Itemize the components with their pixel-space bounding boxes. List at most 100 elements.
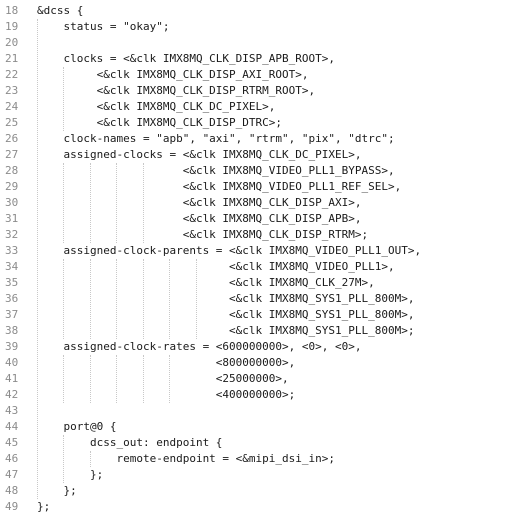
line-number: 22	[5, 68, 19, 81]
indent-guide	[63, 259, 65, 339]
code-text: <&clk IMX8MQ_SYS1_PLL_800M>;	[37, 324, 415, 337]
line-number: 39	[5, 340, 19, 353]
code-line[interactable]: 30 <&clk IMX8MQ_CLK_DISP_AXI>,	[0, 195, 516, 211]
code-text: <&clk IMX8MQ_VIDEO_PLL1_REF_SEL>,	[37, 180, 402, 193]
code-line[interactable]: 20	[0, 35, 516, 51]
line-number: 37	[5, 308, 19, 321]
code-text: status = "okay";	[37, 20, 170, 33]
code-text: &dcss {	[37, 4, 84, 17]
line-number: 46	[5, 452, 19, 465]
code-line[interactable]: 40 <800000000>,	[0, 355, 516, 371]
code-line[interactable]: 24 <&clk IMX8MQ_CLK_DC_PIXEL>,	[0, 99, 516, 115]
code-line[interactable]: 31 <&clk IMX8MQ_CLK_DISP_APB>,	[0, 211, 516, 227]
code-text: };	[37, 468, 104, 481]
line-number: 18	[5, 4, 19, 17]
code-text: <25000000>,	[37, 372, 289, 385]
code-line[interactable]: 38 <&clk IMX8MQ_SYS1_PLL_800M>;	[0, 323, 516, 339]
code-text: remote-endpoint = <&mipi_dsi_in>;	[37, 452, 336, 465]
code-line[interactable]: 46 remote-endpoint = <&mipi_dsi_in>;	[0, 451, 516, 467]
indent-guide	[142, 355, 144, 403]
line-number: 38	[5, 324, 19, 337]
code-line[interactable]: 36 <&clk IMX8MQ_SYS1_PLL_800M>,	[0, 291, 516, 307]
indent-guide	[142, 259, 144, 339]
indent-guide	[37, 19, 38, 499]
line-number: 47	[5, 468, 19, 481]
line-number: 42	[5, 388, 19, 401]
line-number: 40	[5, 356, 19, 369]
code-text: };	[37, 500, 51, 513]
code-text: port@0 {	[37, 420, 117, 433]
code-line[interactable]: 37 <&clk IMX8MQ_SYS1_PLL_800M>,	[0, 307, 516, 323]
line-number: 43	[5, 404, 19, 417]
code-line[interactable]: 23 <&clk IMX8MQ_CLK_DISP_RTRM_ROOT>,	[0, 83, 516, 99]
code-line[interactable]: 45 dcss_out: endpoint {	[0, 435, 516, 451]
line-number: 21	[5, 52, 19, 65]
code-text: <&clk IMX8MQ_CLK_DISP_RTRM_ROOT>,	[37, 84, 316, 97]
code-line[interactable]: 19 status = "okay";	[0, 19, 516, 35]
code-text: <800000000>,	[37, 356, 296, 369]
code-line[interactable]: 41 <25000000>,	[0, 371, 516, 387]
code-text: <&clk IMX8MQ_SYS1_PLL_800M>,	[37, 308, 415, 321]
indent-guide	[142, 163, 144, 243]
line-number: 44	[5, 420, 19, 433]
code-text: dcss_out: endpoint {	[37, 436, 223, 449]
code-line[interactable]: 44 port@0 {	[0, 419, 516, 435]
code-text: <&clk IMX8MQ_CLK_DISP_DTRC>;	[37, 116, 283, 129]
code-text: <&clk IMX8MQ_SYS1_PLL_800M>,	[37, 292, 415, 305]
line-number: 30	[5, 196, 19, 209]
indent-guide	[89, 163, 91, 243]
code-line[interactable]: 42 <400000000>;	[0, 387, 516, 403]
code-line[interactable]: 21 clocks = <&clk IMX8MQ_CLK_DISP_APB_RO…	[0, 51, 516, 67]
code-line[interactable]: 49};	[0, 499, 516, 515]
indent-guide	[89, 355, 91, 403]
code-text: <&clk IMX8MQ_CLK_27M>,	[37, 276, 375, 289]
line-number: 27	[5, 148, 19, 161]
indent-guide	[63, 67, 65, 131]
code-text: assigned-clock-rates = <600000000>, <0>,…	[37, 340, 362, 353]
code-text: <&clk IMX8MQ_VIDEO_PLL1>,	[37, 260, 395, 273]
indent-guide	[89, 259, 91, 339]
code-text: <&clk IMX8MQ_CLK_DISP_AXI>,	[37, 196, 362, 209]
code-line[interactable]: 22 <&clk IMX8MQ_CLK_DISP_AXI_ROOT>,	[0, 67, 516, 83]
indent-guide	[116, 355, 118, 403]
indent-guide	[116, 163, 118, 243]
code-text: assigned-clock-parents = <&clk IMX8MQ_VI…	[37, 244, 422, 257]
indent-guide	[195, 259, 197, 339]
line-number: 25	[5, 116, 19, 129]
code-line[interactable]: 43	[0, 403, 516, 419]
indent-guide	[116, 259, 118, 339]
line-number: 29	[5, 180, 19, 193]
line-number: 19	[5, 20, 19, 33]
line-number: 48	[5, 484, 19, 497]
code-text: };	[37, 484, 77, 497]
indent-guide	[63, 435, 65, 483]
line-number: 49	[5, 500, 19, 513]
code-line[interactable]: 29 <&clk IMX8MQ_VIDEO_PLL1_REF_SEL>,	[0, 179, 516, 195]
code-text: <&clk IMX8MQ_CLK_DISP_AXI_ROOT>,	[37, 68, 309, 81]
code-line[interactable]: 32 <&clk IMX8MQ_CLK_DISP_RTRM>;	[0, 227, 516, 243]
code-line[interactable]: 35 <&clk IMX8MQ_CLK_27M>,	[0, 275, 516, 291]
code-line[interactable]: 27 assigned-clocks = <&clk IMX8MQ_CLK_DC…	[0, 147, 516, 163]
indent-guide	[169, 355, 171, 403]
line-number: 35	[5, 276, 19, 289]
code-line[interactable]: 48 };	[0, 483, 516, 499]
line-number: 36	[5, 292, 19, 305]
code-line[interactable]: 28 <&clk IMX8MQ_VIDEO_PLL1_BYPASS>,	[0, 163, 516, 179]
line-number: 28	[5, 164, 19, 177]
line-number: 32	[5, 228, 19, 241]
code-line[interactable]: 39 assigned-clock-rates = <600000000>, <…	[0, 339, 516, 355]
code-line[interactable]: 47 };	[0, 467, 516, 483]
indent-guide	[169, 259, 171, 339]
code-line[interactable]: 25 <&clk IMX8MQ_CLK_DISP_DTRC>;	[0, 115, 516, 131]
code-line[interactable]: 26 clock-names = "apb", "axi", "rtrm", "…	[0, 131, 516, 147]
code-text: clock-names = "apb", "axi", "rtrm", "pix…	[37, 132, 395, 145]
code-text: assigned-clocks = <&clk IMX8MQ_CLK_DC_PI…	[37, 148, 362, 161]
code-text: <&clk IMX8MQ_CLK_DISP_RTRM>;	[37, 228, 369, 241]
indent-guide	[63, 355, 65, 403]
indent-guide	[63, 163, 65, 243]
code-line[interactable]: 34 <&clk IMX8MQ_VIDEO_PLL1>,	[0, 259, 516, 275]
code-line[interactable]: 33 assigned-clock-parents = <&clk IMX8MQ…	[0, 243, 516, 259]
code-line[interactable]: 18&dcss {	[0, 3, 516, 19]
